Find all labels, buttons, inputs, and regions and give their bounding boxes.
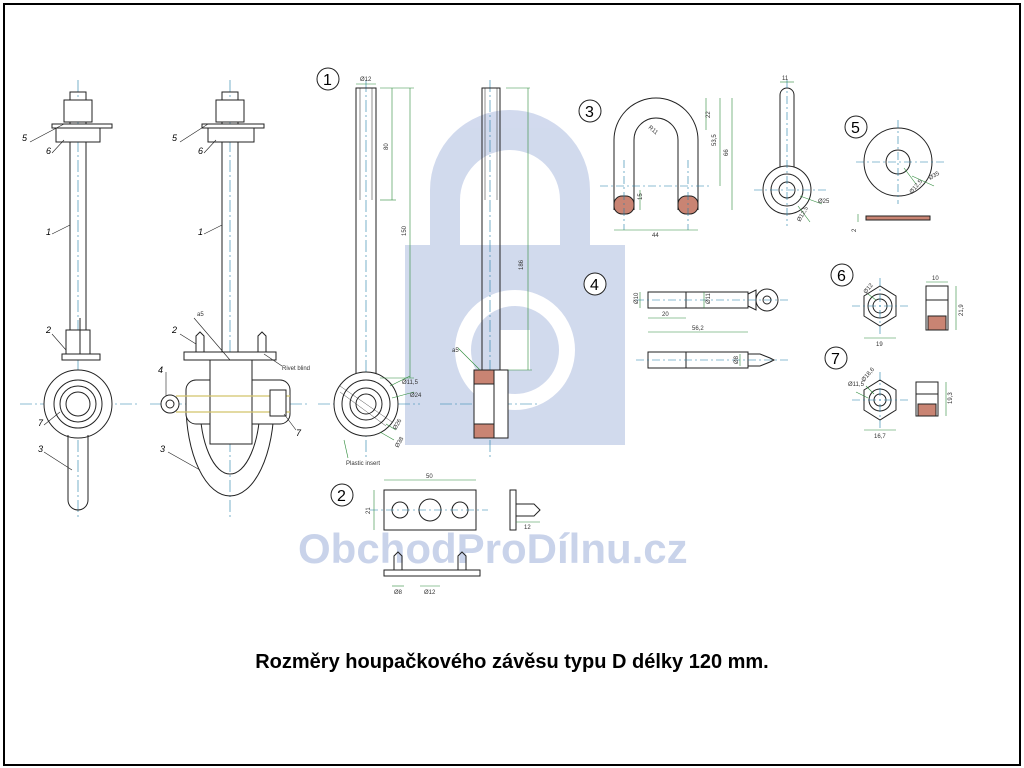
label-mid-3: 3 xyxy=(160,444,165,454)
part6-nut xyxy=(852,278,949,334)
dim-part2-21: 21 xyxy=(366,507,372,514)
detail-number-6: 6 xyxy=(830,263,854,287)
label-left-6: 6 xyxy=(46,146,51,156)
watermark-text: ObchodProDílnu.cz xyxy=(298,525,688,572)
detail-number-5-text: 5 xyxy=(851,120,860,137)
label-mid-1: 1 xyxy=(198,227,203,237)
part5-dims xyxy=(857,167,935,222)
label-mid-4: 4 xyxy=(158,365,163,375)
part3-front-view xyxy=(600,97,712,230)
dim-part5-d35: Ø35 xyxy=(928,171,941,182)
detail-number-3-text: 3 xyxy=(585,104,594,121)
dim-part6-10: 10 xyxy=(932,276,939,282)
label-left-5: 5 xyxy=(22,133,28,143)
part4-views xyxy=(636,288,790,369)
caption: Rozměry houpačkového závěsu typu D délky… xyxy=(255,651,769,673)
detail-number-2-text: 2 xyxy=(337,488,346,505)
assembly-middle xyxy=(150,80,310,520)
detail-number-7-text: 7 xyxy=(831,351,840,368)
part6-dims xyxy=(864,281,957,339)
label-mid-7: 7 xyxy=(296,428,302,438)
detail-number-1-text: 1 xyxy=(323,72,332,89)
note-plastic-insert: Plastic insert xyxy=(346,461,380,467)
part5-washer xyxy=(856,120,944,221)
assembly-left xyxy=(20,80,140,520)
part2-dims xyxy=(373,479,540,587)
dim-part5-2: 2 xyxy=(852,228,858,232)
dim-part1-d38: Ø38 xyxy=(395,436,406,449)
dim-part3-r11: R11 xyxy=(647,125,659,137)
detail-number-2: 2 xyxy=(330,483,354,507)
dim-part2-12: 12 xyxy=(524,525,531,531)
dim-part2-d12: Ø12 xyxy=(424,590,436,596)
dim-part2-d8: Ø8 xyxy=(394,590,403,596)
dim-part6-21_9: 21,9 xyxy=(959,304,965,316)
dim-part1-150: 150 xyxy=(402,225,408,236)
dim-part4-d11: Ø11 xyxy=(706,292,712,304)
assembly-middle-leaders xyxy=(165,123,297,471)
dim-part4-20: 20 xyxy=(662,312,669,318)
dim-part3-53_5: 53,5 xyxy=(712,134,718,146)
note-weld-mid: a5 xyxy=(197,312,204,318)
label-mid-5: 5 xyxy=(172,133,178,143)
part1-section-view xyxy=(440,80,540,460)
assembly-left-leaders xyxy=(29,123,73,471)
dim-part6-19: 19 xyxy=(876,342,883,348)
dim-part1-d24: Ø24 xyxy=(410,393,422,399)
dim-part1-d11_5: Ø11,5 xyxy=(402,380,419,386)
dim-part1-d12: Ø12 xyxy=(360,77,372,83)
dim-part4-d8: Ø8 xyxy=(734,355,740,364)
dim-part3-15: 15 xyxy=(638,193,644,200)
label-left-2: 2 xyxy=(45,325,51,335)
label-mid-6: 6 xyxy=(198,146,203,156)
dim-part2-50: 50 xyxy=(426,474,433,480)
detail-number-3: 3 xyxy=(578,99,602,123)
dim-part3-22: 22 xyxy=(706,111,712,118)
note-rivet: Rivet blind xyxy=(282,366,310,372)
part4-dims xyxy=(639,292,748,366)
part3-side-view xyxy=(754,80,826,226)
dim-part7-19_3: 19,3 xyxy=(948,392,954,404)
note-weld-part1: a5 xyxy=(452,348,459,354)
detail-number-5: 5 xyxy=(844,115,868,139)
detail-number-4-text: 4 xyxy=(590,277,599,294)
part1-side-view xyxy=(318,80,420,460)
label-left-7: 7 xyxy=(38,418,44,428)
dim-part6-d12: Ø12 xyxy=(863,282,875,295)
watermark-logo xyxy=(405,110,625,445)
dim-part3-11: 11 xyxy=(782,76,789,82)
dim-part7-16_7: 16,7 xyxy=(874,434,886,440)
detail-number-1: 1 xyxy=(316,67,340,91)
dim-part4-d10: Ø10 xyxy=(634,292,640,304)
part1-dims xyxy=(343,83,415,459)
detail-number-4: 4 xyxy=(583,272,607,296)
part3-side-dims xyxy=(780,81,823,223)
dim-part3-66: 66 xyxy=(724,149,730,156)
dim-part1-80: 80 xyxy=(384,143,390,150)
part2-views xyxy=(370,489,541,577)
dim-part4-56_2: 56,2 xyxy=(692,326,704,332)
dim-part7-d18_6: Ø18,6 xyxy=(861,366,877,383)
label-mid-2: 2 xyxy=(171,325,177,335)
dim-part1-186: 186 xyxy=(519,259,525,270)
dim-part7-d11_5: Ø11,5 xyxy=(848,382,865,388)
dim-part3-d25: Ø25 xyxy=(818,199,830,205)
part1-section-dims xyxy=(457,87,532,371)
part7-dims xyxy=(855,382,947,431)
detail-number-6-text: 6 xyxy=(837,268,846,285)
detail-number-7: 7 xyxy=(824,346,848,370)
label-left-1: 1 xyxy=(46,227,51,237)
part7-nut xyxy=(852,372,939,428)
dim-part1-d26: Ø26 xyxy=(393,418,404,431)
dim-part3-44: 44 xyxy=(652,233,659,239)
label-left-3: 3 xyxy=(38,444,43,454)
part3-front-dims xyxy=(614,98,733,231)
